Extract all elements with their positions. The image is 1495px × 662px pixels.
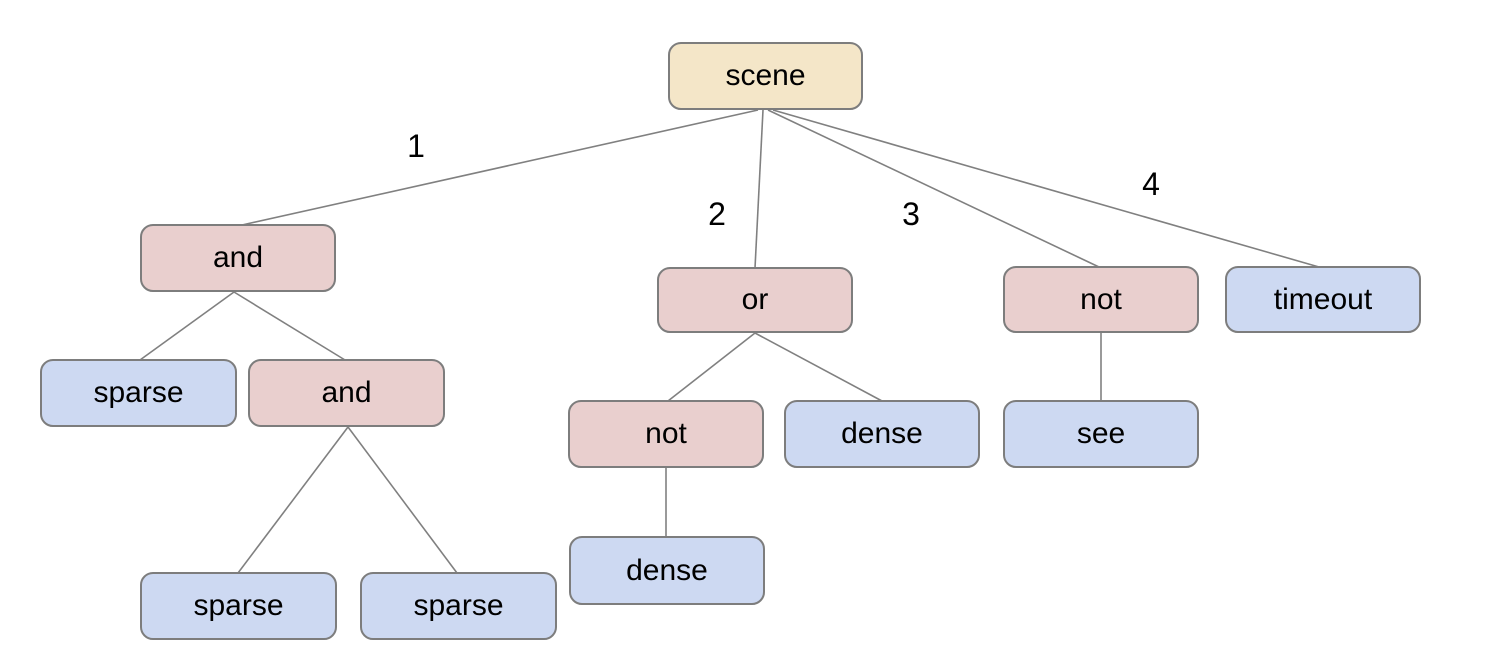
node-sparse-1: sparse — [40, 359, 237, 427]
node-sparse-2: sparse — [140, 572, 337, 640]
edge-and-and — [233, 291, 346, 361]
node-see: see — [1003, 400, 1199, 468]
edge-label-1: 1 — [407, 128, 425, 164]
node-not-2: not — [568, 400, 764, 468]
node-and-2: and — [248, 359, 445, 427]
edge-and2-sparse3 — [347, 426, 458, 574]
node-dense-2: dense — [569, 536, 765, 605]
edge-scene-and — [241, 109, 759, 226]
edge-and-sparse — [139, 291, 235, 361]
edge-scene-or — [754, 109, 764, 269]
edge-or-not — [667, 332, 756, 402]
node-sparse-3: sparse — [360, 572, 557, 640]
edge-scene-not — [767, 109, 1100, 268]
node-scene: scene — [668, 42, 863, 110]
node-dense-1: dense — [784, 400, 980, 468]
node-timeout: timeout — [1225, 266, 1421, 333]
edge-label-3: 3 — [902, 196, 920, 232]
edge-scene-timeout — [772, 109, 1320, 268]
edge-label-4: 4 — [1142, 166, 1160, 202]
edge-and2-sparse2 — [237, 426, 349, 574]
node-and-1: and — [140, 224, 336, 292]
edge-label-2: 2 — [708, 196, 726, 232]
edge-or-dense — [754, 332, 883, 402]
node-not-1: not — [1003, 266, 1199, 333]
node-or: or — [657, 267, 853, 333]
